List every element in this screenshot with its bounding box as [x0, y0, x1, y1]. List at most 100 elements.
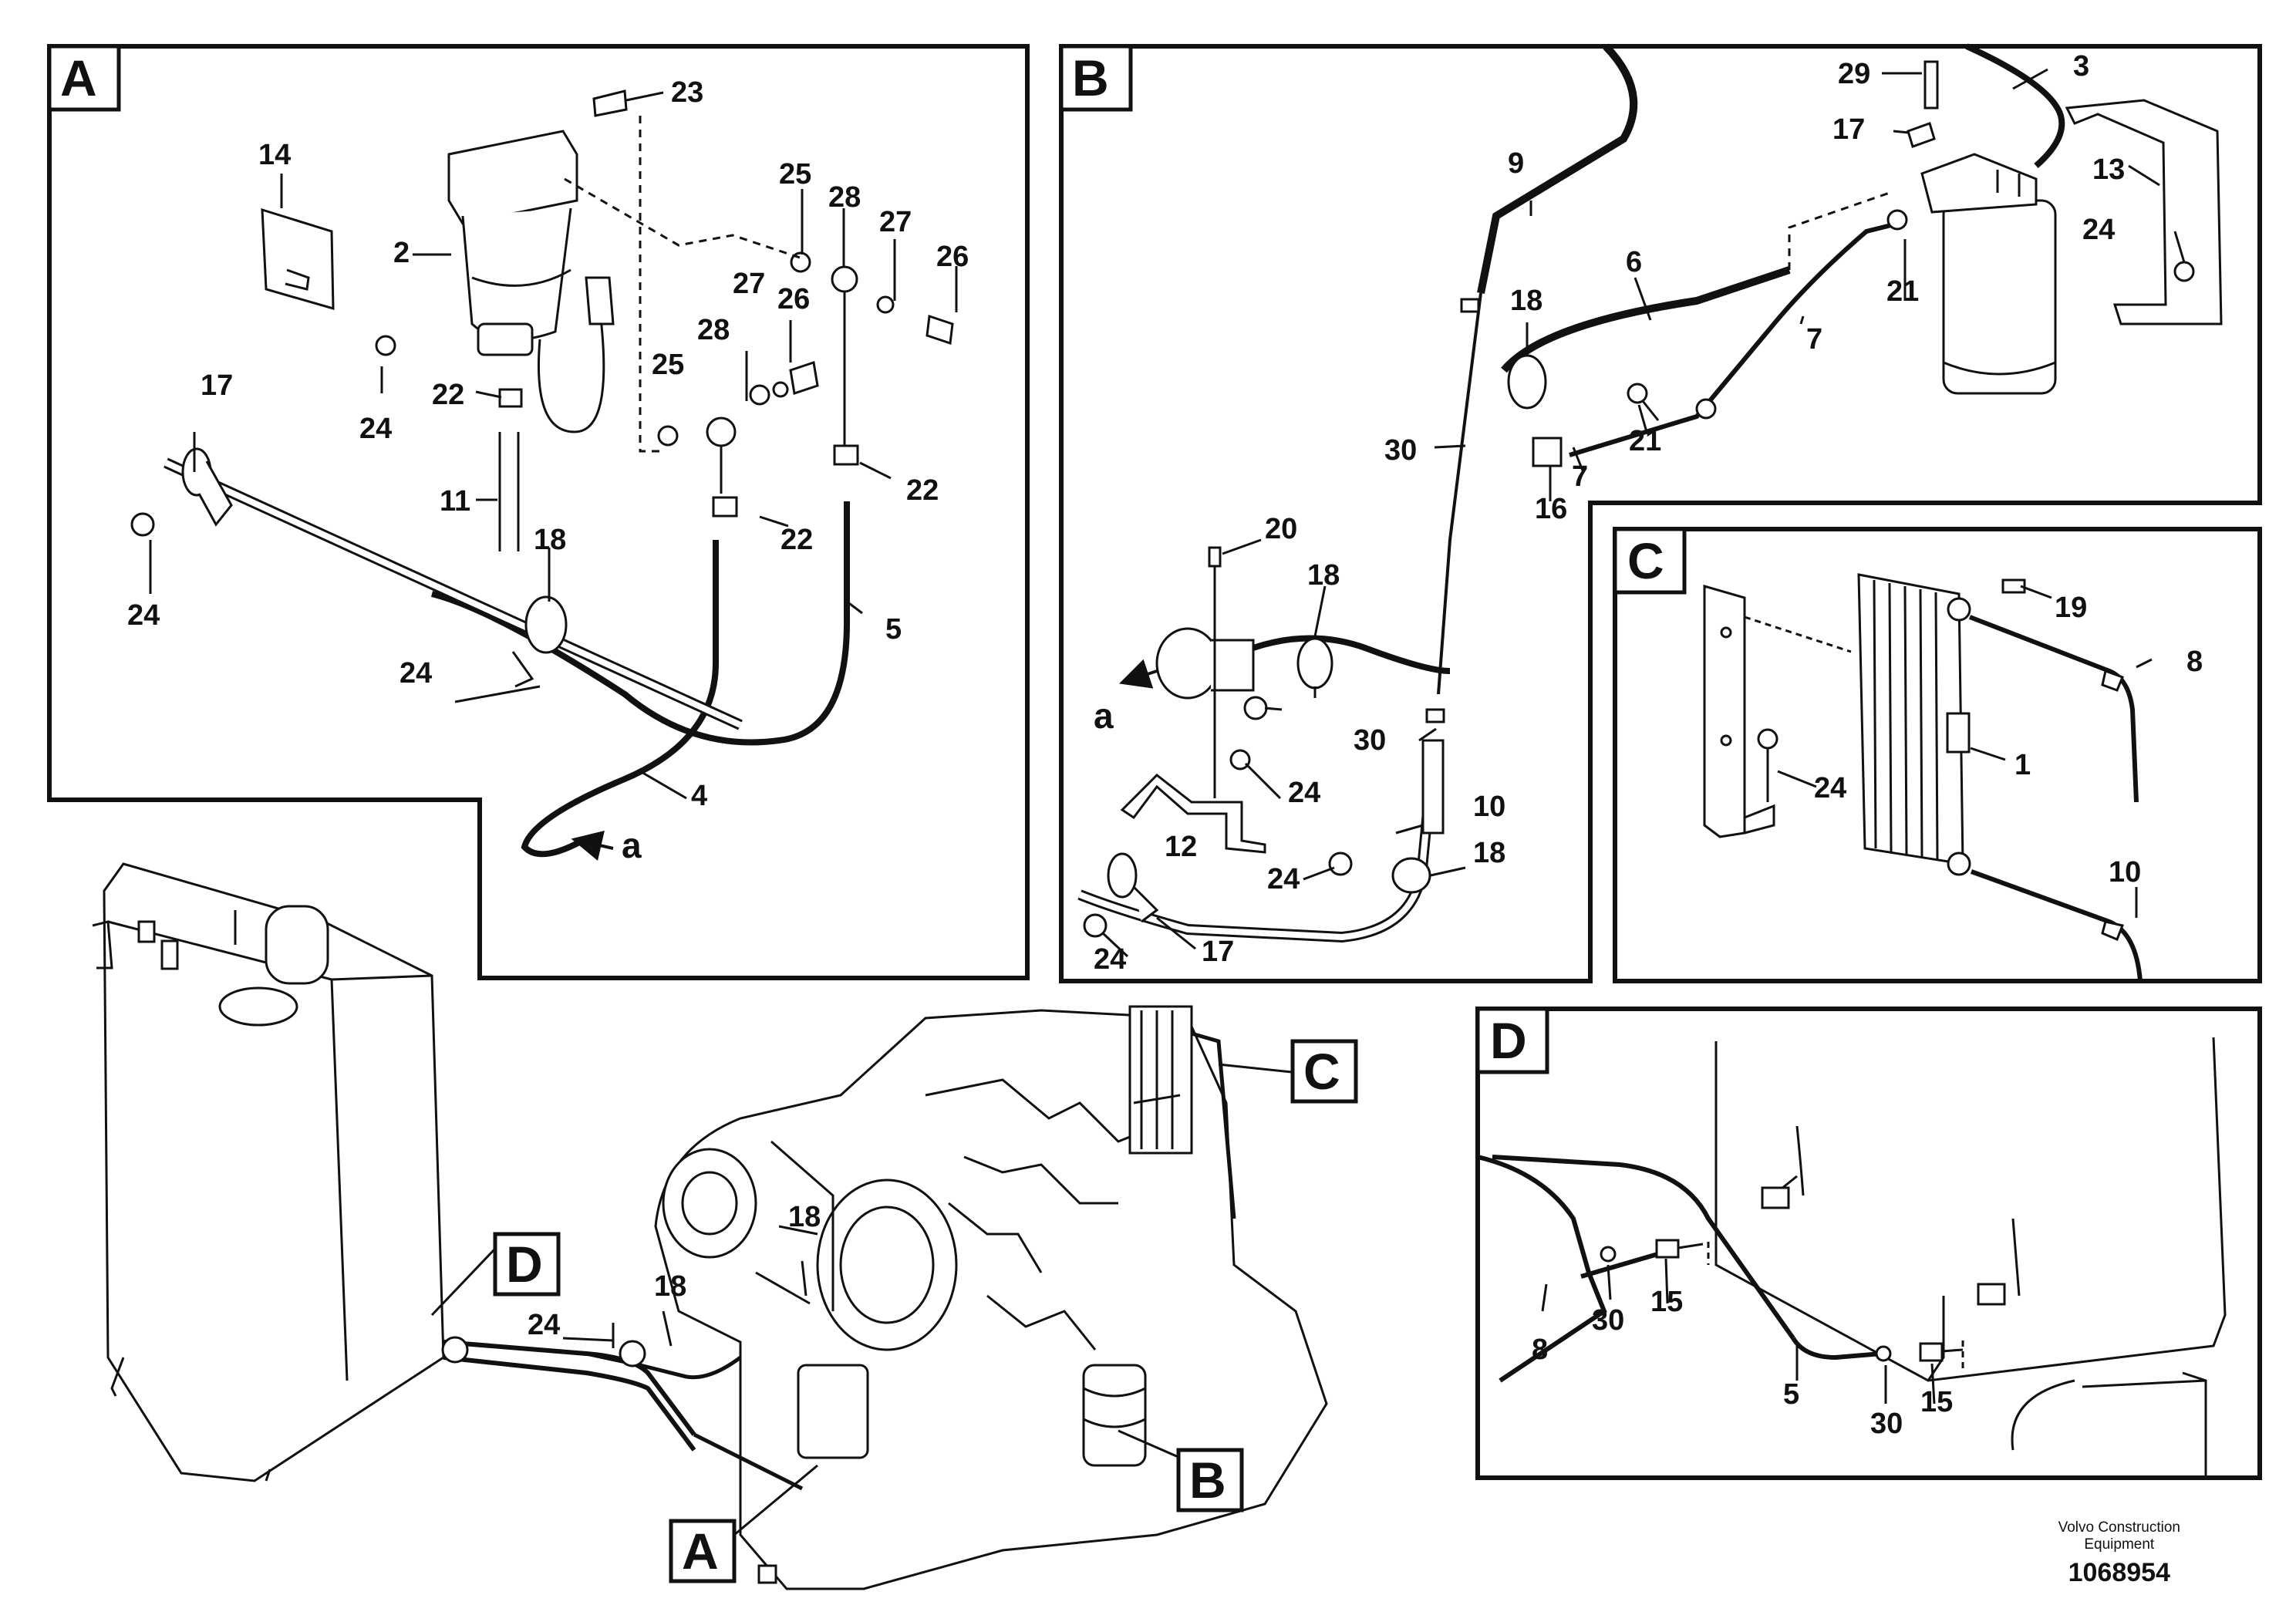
- panel-b-letter: B: [1072, 49, 1109, 106]
- hose-9: [1477, 43, 1638, 294]
- hose-11: [498, 432, 520, 551]
- callout-10: 10: [2109, 856, 2141, 889]
- callout-24b: 24: [127, 599, 160, 632]
- overview-callout-24: 24: [528, 1309, 560, 1341]
- callout-29: 29: [1838, 58, 1870, 90]
- hose-8: [1968, 615, 2139, 803]
- callout-23: 23: [671, 76, 703, 109]
- callout-28: 28: [828, 181, 861, 214]
- callout-27b: 27: [733, 268, 765, 300]
- panel-a-drawing: [130, 89, 958, 861]
- overview-drawing: [92, 862, 1328, 1590]
- callout-5: 5: [1783, 1378, 1799, 1411]
- callout-22: 22: [432, 379, 464, 411]
- callout-1: 1: [2014, 749, 2031, 781]
- panel-d: [1475, 1007, 2262, 1480]
- callout-24d: 24: [1094, 943, 1126, 976]
- panel-b-drawing: [1077, 43, 2223, 958]
- callout-5: 5: [885, 613, 902, 646]
- overview-callout-18: 18: [788, 1201, 821, 1233]
- ref-letter-b: B: [1189, 1452, 1226, 1509]
- panel-b-frame: [1059, 44, 2262, 983]
- callout-6: 6: [1626, 246, 1642, 278]
- panel-c-letter: C: [1627, 532, 1664, 589]
- footer: Volvo Construction Equipment 1068954: [2058, 1519, 2180, 1588]
- callout-13: 13: [2092, 153, 2125, 186]
- callout-24: 24: [359, 413, 392, 445]
- hose-3: [1965, 43, 2065, 169]
- callout-12: 12: [1165, 831, 1197, 863]
- callout-8: 8: [2186, 646, 2203, 678]
- callout-7b: 7: [1572, 460, 1588, 493]
- callout-28b: 28: [697, 314, 730, 346]
- overview-labels: D A B C 18 24 18: [506, 1043, 1340, 1580]
- fuel-filter-head: [447, 130, 578, 225]
- callout-3: 3: [2073, 50, 2089, 83]
- end-marker-a: a: [622, 825, 642, 865]
- callout-24c: 24: [400, 657, 432, 690]
- callout-14: 14: [258, 139, 291, 171]
- hose-6: [1501, 266, 1791, 373]
- callout-30: 30: [1384, 434, 1417, 467]
- overview-callout-18b: 18: [654, 1270, 686, 1303]
- pipe-8b: [1492, 1155, 1795, 1340]
- pipe-8: [1477, 1155, 1607, 1383]
- panel-d-frame: [1475, 1007, 2262, 1480]
- hose-7: [1569, 221, 1898, 457]
- callout-2: 2: [393, 237, 410, 269]
- callout-24: 24: [1814, 772, 1846, 804]
- panel-c-frame: [1613, 527, 2262, 983]
- callout-15b: 15: [1920, 1386, 1953, 1418]
- ref-box-d: [493, 1232, 561, 1297]
- callout-16: 16: [1535, 493, 1567, 525]
- ref-box-a: [669, 1519, 737, 1583]
- panel-d-callouts: 30 15 8 5 30 15: [1532, 1286, 1953, 1440]
- filter-bracket: [261, 207, 335, 311]
- callout-11: 11: [440, 485, 470, 518]
- callout-24: 24: [2082, 214, 2115, 246]
- callout-15: 15: [1650, 1286, 1683, 1318]
- panel-a: [47, 44, 1030, 980]
- hose-10: [1077, 740, 1440, 943]
- callout-4: 4: [691, 780, 707, 812]
- callout-22c: 22: [781, 524, 813, 556]
- callout-17: 17: [1832, 113, 1865, 146]
- callout-18b: 18: [1307, 559, 1340, 592]
- callout-25: 25: [779, 158, 811, 191]
- callout-21b: 21: [1629, 425, 1661, 457]
- callout-20: 20: [1265, 513, 1297, 545]
- ref-letter-a: A: [682, 1523, 719, 1580]
- panel-c: [1613, 527, 2262, 983]
- bracket-12: [1120, 774, 1266, 854]
- callout-24c: 24: [1267, 863, 1300, 895]
- panel-c-callouts: 19 8 24 1 10: [1814, 592, 2203, 889]
- panel-a-callouts: 23 14 2 25 28 27 26 27 28 25 26 17 22 24…: [127, 76, 969, 865]
- panel-c-drawing: [1703, 573, 2153, 982]
- callout-21: 21: [1886, 275, 1919, 308]
- callout-17b: 17: [1202, 936, 1234, 968]
- cooler-bracket: [1703, 585, 1746, 838]
- callout-27: 27: [879, 206, 912, 238]
- ref-box-b: [1176, 1448, 1244, 1512]
- bracket-13: [2065, 99, 2223, 325]
- fuel-filter: [1942, 199, 2057, 395]
- panel-d-letter: D: [1490, 1012, 1527, 1069]
- hose-4: [521, 540, 719, 858]
- callout-18: 18: [534, 524, 566, 556]
- hose-5: [431, 501, 851, 746]
- callout-7: 7: [1806, 323, 1822, 356]
- brand-line-2: Equipment: [2084, 1536, 2155, 1553]
- callout-26b: 26: [777, 283, 810, 315]
- panel-d-drawing: [1477, 1037, 2227, 1477]
- callout-30b: 30: [1354, 724, 1386, 757]
- callout-9: 9: [1508, 147, 1524, 180]
- ref-letter-d: D: [506, 1236, 543, 1293]
- callout-26: 26: [936, 241, 969, 273]
- ref-letter-c: C: [1303, 1043, 1340, 1100]
- callout-24b: 24: [1288, 777, 1320, 809]
- panel-a-letter: A: [60, 49, 97, 106]
- callout-22b: 22: [906, 474, 939, 507]
- bolt-23: [592, 89, 628, 117]
- ref-box-c: [1290, 1039, 1358, 1104]
